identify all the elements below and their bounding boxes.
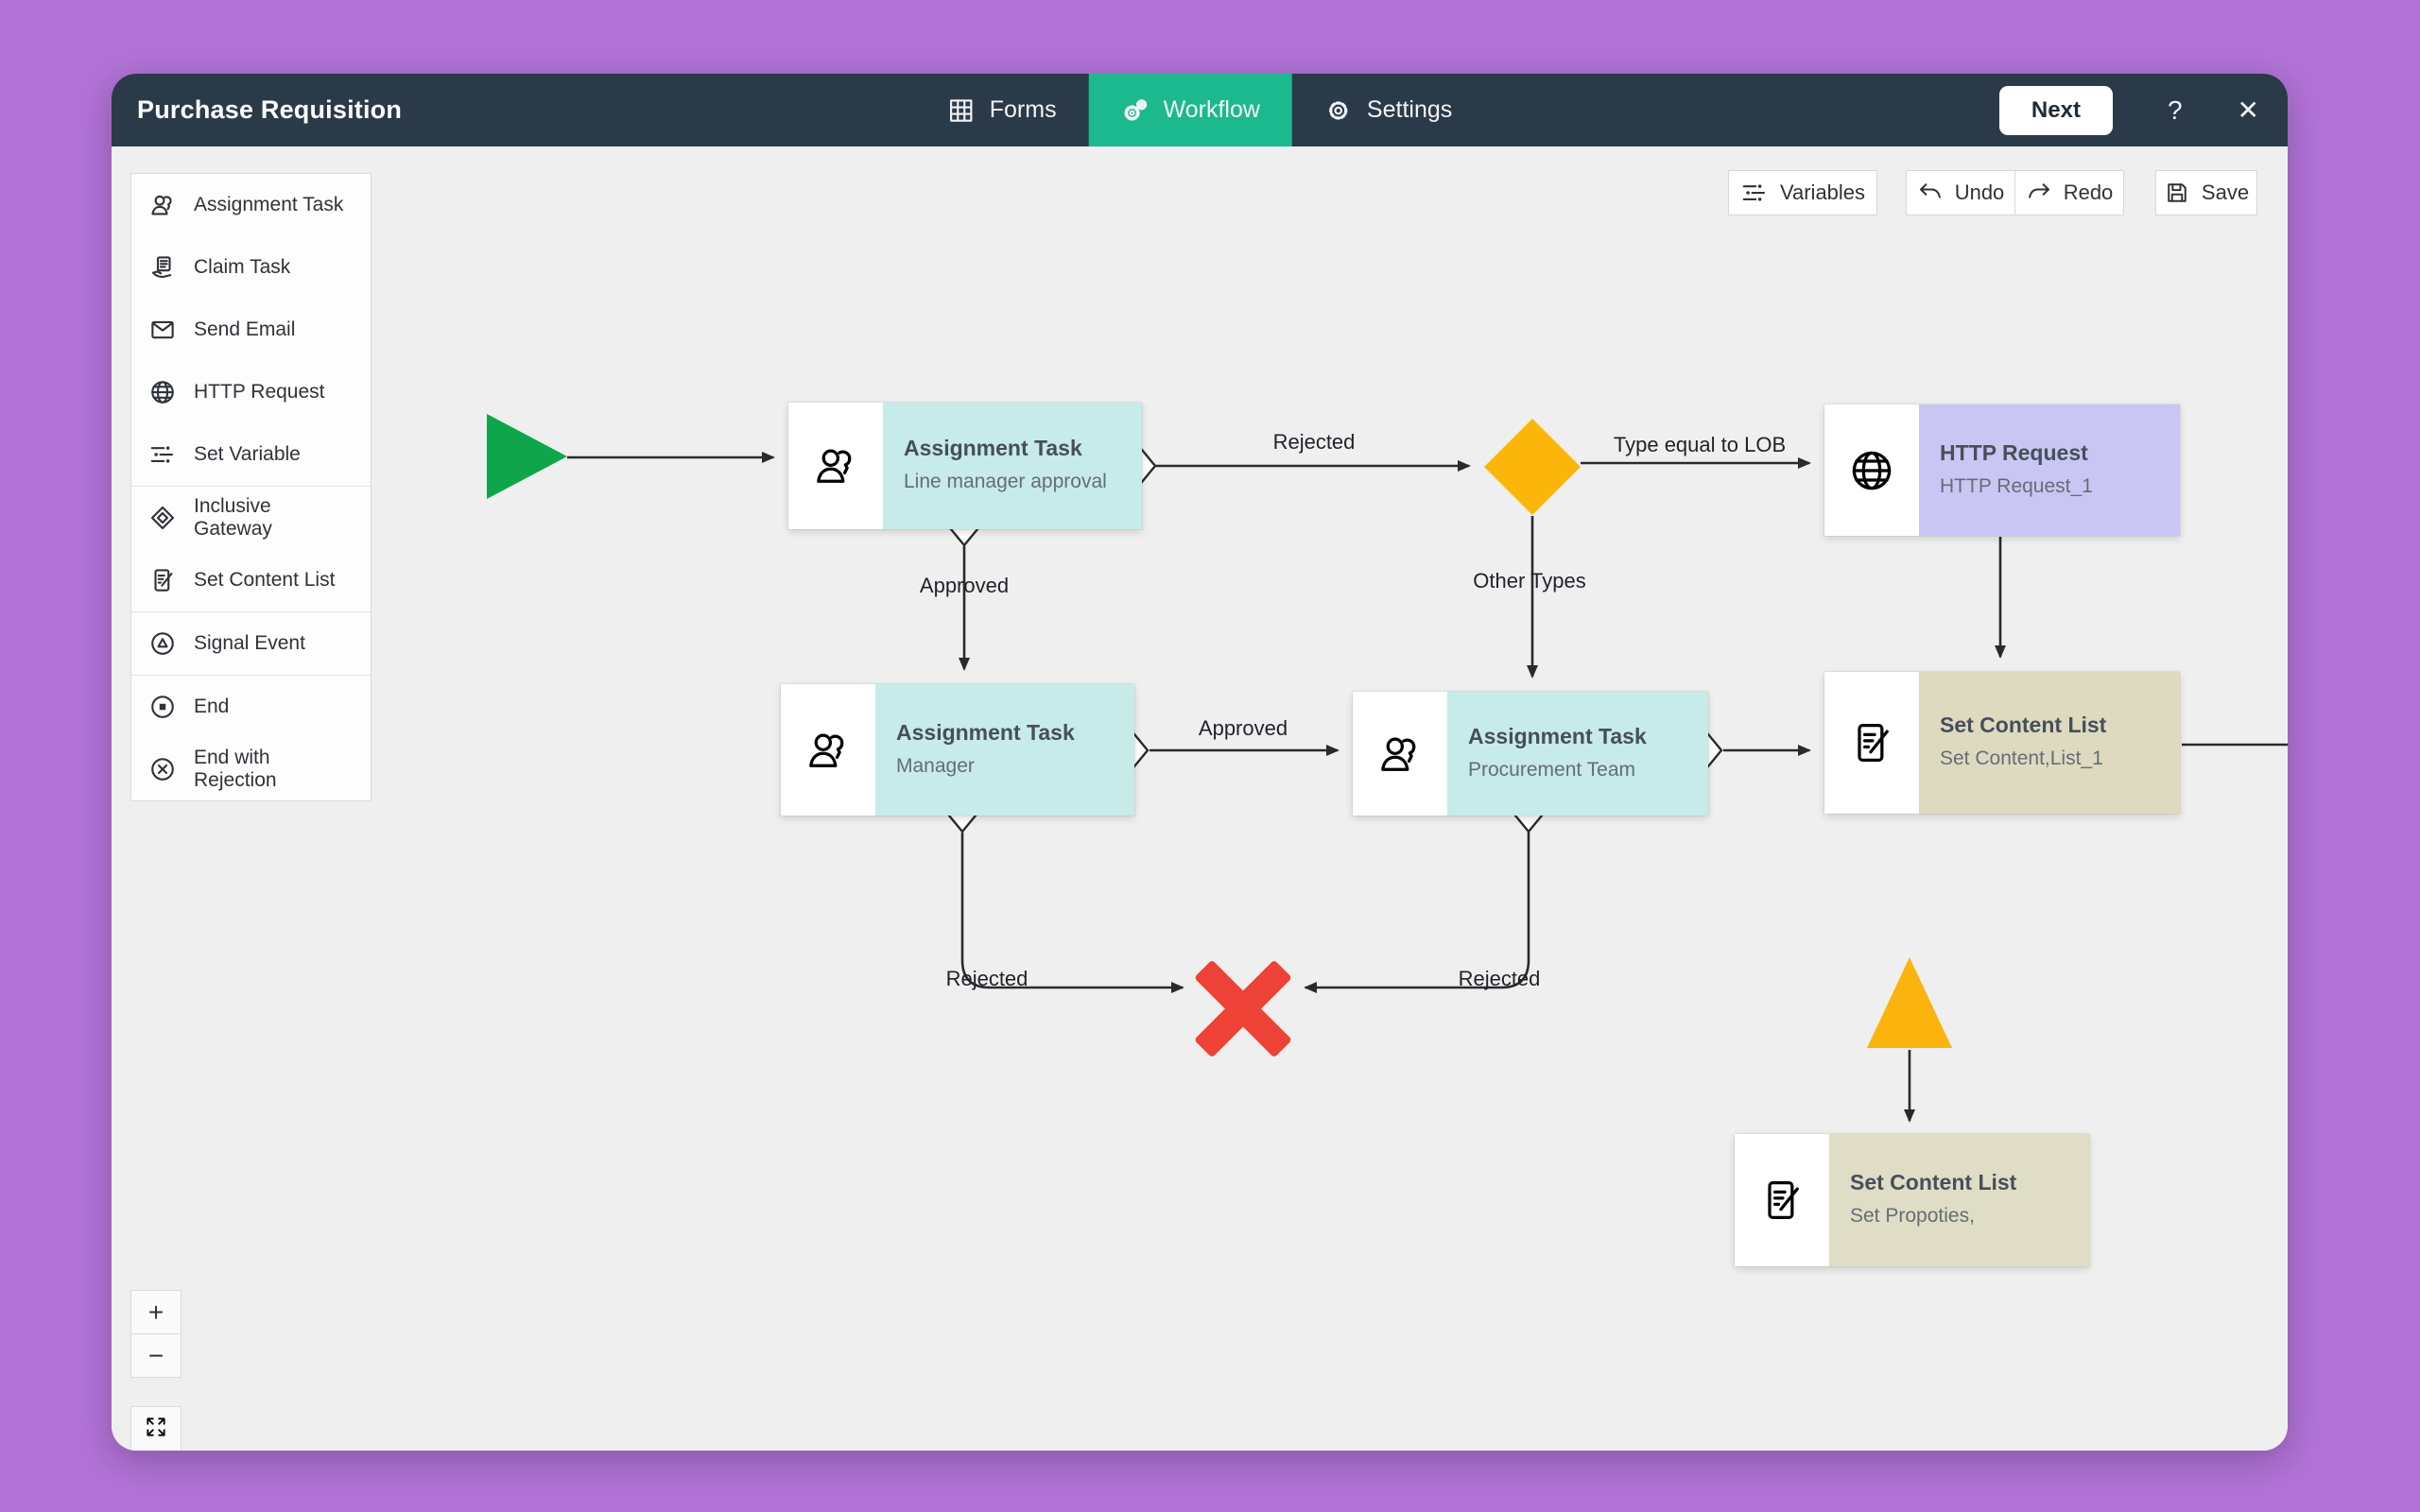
help-icon[interactable]: ? bbox=[2167, 94, 2183, 125]
redo-label: Redo bbox=[2063, 180, 2114, 204]
node-assignment-task-line-manager[interactable]: Assignment Task Line manager approval bbox=[788, 403, 1142, 529]
palette-item-label: Signal Event bbox=[194, 632, 305, 654]
email-icon bbox=[148, 316, 177, 344]
node-assignment-task-procurement[interactable]: Assignment Task Procurement Team bbox=[1353, 692, 1708, 816]
edge-label: Other Types bbox=[1473, 569, 1586, 593]
palette-item-label: Set Variable bbox=[194, 443, 301, 465]
node-title: Assignment Task bbox=[1468, 723, 1647, 748]
tab-settings[interactable]: Settings bbox=[1292, 74, 1484, 146]
palette-item-label: Assignment Task bbox=[194, 194, 344, 215]
palette-item-send-email[interactable]: Send Email bbox=[131, 299, 371, 361]
palette-item-set-content-list[interactable]: Set Content List bbox=[131, 549, 371, 611]
signal-icon bbox=[148, 629, 177, 658]
tab-workflow[interactable]: Workflow bbox=[1088, 74, 1292, 146]
variables-button[interactable]: Variables bbox=[1728, 170, 1877, 215]
diamond-icon bbox=[148, 504, 177, 532]
redo-icon bbox=[2026, 180, 2052, 206]
node-assignment-task-manager[interactable]: Assignment Task Manager bbox=[781, 684, 1134, 816]
end-reject-icon bbox=[148, 755, 177, 783]
doc-edit-icon bbox=[1735, 1134, 1829, 1266]
person-duo-icon bbox=[148, 191, 177, 219]
person-duo-icon bbox=[788, 403, 883, 529]
sliders-icon bbox=[1740, 179, 1769, 207]
palette-item-inclusive-gateway[interactable]: Inclusive Gateway bbox=[131, 487, 371, 549]
globe-icon bbox=[1824, 404, 1919, 536]
fullscreen-icon bbox=[144, 1415, 168, 1444]
palette-divider bbox=[131, 611, 371, 612]
palette-divider bbox=[131, 675, 371, 676]
end-icon bbox=[148, 693, 177, 721]
node-subtitle: HTTP Request_1 bbox=[1940, 474, 2093, 497]
undo-icon bbox=[1917, 180, 1944, 206]
palette-item-label: End with Rejection bbox=[194, 747, 277, 791]
tool-palette: Assignment Task Claim Task Send Email HT… bbox=[130, 173, 372, 801]
node-subtitle: Set Content,List_1 bbox=[1940, 747, 2103, 770]
palette-item-end[interactable]: End bbox=[131, 676, 371, 738]
node-title: Assignment Task bbox=[904, 436, 1082, 461]
titlebar: Purchase Requisition Forms Workflow Sett… bbox=[112, 74, 2288, 146]
node-title: HTTP Request bbox=[1940, 439, 2088, 465]
tab-forms[interactable]: Forms bbox=[915, 74, 1089, 146]
redo-button[interactable]: Redo bbox=[2014, 170, 2124, 215]
edge-label: Rejected bbox=[1458, 967, 1541, 990]
palette-item-label: HTTP Request bbox=[194, 381, 325, 403]
sliders-icon bbox=[148, 440, 177, 469]
edge-label: Approved bbox=[1198, 716, 1288, 740]
header-controls: Next ? ✕ bbox=[1998, 74, 2259, 146]
node-http-request[interactable]: HTTP Request HTTP Request_1 bbox=[1824, 404, 2180, 536]
gear-icon bbox=[1324, 96, 1353, 125]
palette-item-set-variable[interactable]: Set Variable bbox=[131, 423, 371, 486]
save-icon bbox=[2164, 180, 2190, 206]
palette-item-label: Set Content List bbox=[194, 569, 336, 591]
tab-bar: Forms Workflow Settings bbox=[915, 74, 1485, 146]
node-subtitle: Set Propoties, bbox=[1850, 1205, 1975, 1228]
variables-label: Variables bbox=[1779, 180, 1866, 204]
person-duo-icon bbox=[781, 684, 875, 816]
palette-divider bbox=[131, 486, 371, 487]
node-title: Set Content List bbox=[1850, 1170, 2017, 1195]
close-icon[interactable]: ✕ bbox=[2237, 94, 2259, 125]
edge-label: Rejected bbox=[945, 967, 1028, 990]
palette-item-label: Claim Task bbox=[194, 256, 291, 278]
end-rejection-shape[interactable] bbox=[1192, 957, 1294, 1059]
app-window: Purchase Requisition Forms Workflow Sett… bbox=[112, 74, 2288, 1451]
palette-item-end-with-rejection[interactable]: End with Rejection bbox=[131, 738, 371, 800]
edge-label: Rejected bbox=[1272, 430, 1356, 454]
palette-item-label: End bbox=[194, 696, 230, 717]
palette-item-claim-task[interactable]: Claim Task bbox=[131, 236, 371, 299]
doc-edit-icon bbox=[148, 566, 177, 594]
palette-item-label: Inclusive Gateway bbox=[194, 495, 272, 540]
edge-label: Approved bbox=[919, 574, 1010, 597]
person-duo-icon bbox=[1353, 692, 1447, 816]
palette-item-assignment-task[interactable]: Assignment Task bbox=[131, 174, 371, 236]
globe-icon bbox=[148, 378, 177, 406]
tab-label: Workflow bbox=[1163, 96, 1260, 123]
palette-item-http-request[interactable]: HTTP Request bbox=[131, 361, 371, 423]
palette-item-signal-event[interactable]: Signal Event bbox=[131, 612, 371, 675]
undo-label: Undo bbox=[1954, 180, 2005, 204]
palette-item-label: Send Email bbox=[194, 318, 296, 340]
tab-label: Forms bbox=[989, 96, 1057, 123]
node-subtitle: Procurement Team bbox=[1468, 758, 1636, 781]
node-set-content-list-2[interactable]: Set Content List Set Propoties, bbox=[1735, 1134, 2089, 1266]
node-subtitle: Manager bbox=[896, 754, 975, 777]
page-title: Purchase Requisition bbox=[137, 95, 403, 124]
edge-label: Type equal to LOB bbox=[1613, 433, 1787, 456]
fit-screen-button[interactable] bbox=[130, 1406, 182, 1451]
cogs-icon bbox=[1121, 96, 1150, 125]
save-label: Save bbox=[2201, 180, 2250, 204]
save-button[interactable]: Save bbox=[2155, 170, 2257, 215]
zoom-in-button[interactable]: + bbox=[130, 1290, 182, 1334]
next-button[interactable]: Next bbox=[1998, 85, 2113, 135]
zoom-out-button[interactable]: − bbox=[130, 1333, 182, 1378]
undo-button[interactable]: Undo bbox=[1906, 170, 2015, 215]
node-title: Set Content List bbox=[1940, 713, 2107, 738]
node-title: Assignment Task bbox=[896, 719, 1075, 745]
claim-task-icon bbox=[148, 253, 177, 282]
doc-edit-icon bbox=[1824, 672, 1919, 814]
node-set-content-list-1[interactable]: Set Content List Set Content,List_1 bbox=[1824, 672, 2180, 814]
grid-icon bbox=[947, 96, 976, 125]
node-subtitle: Line manager approval bbox=[904, 471, 1107, 493]
tab-label: Settings bbox=[1366, 96, 1453, 123]
